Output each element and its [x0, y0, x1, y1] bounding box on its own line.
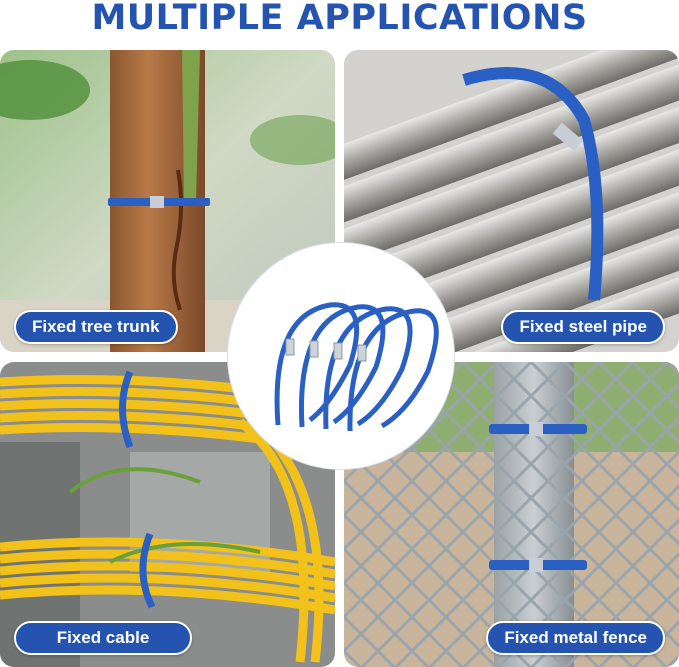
panel-steel-pipe: Fixed steel pipe [344, 50, 679, 352]
label-metal-fence: Fixed metal fence [486, 621, 665, 655]
label-cable: Fixed cable [14, 621, 192, 655]
label-steel-pipe: Fixed steel pipe [501, 310, 665, 344]
center-product-image [228, 243, 454, 469]
label-tree-trunk: Fixed tree trunk [14, 310, 178, 344]
cable-ties-icon [230, 245, 452, 467]
panel-tree-trunk: Fixed tree trunk [0, 50, 335, 352]
tree-trunk-photo [0, 50, 335, 352]
panel-cable: Fixed cable [0, 362, 335, 667]
page-title: MULTIPLE APPLICATIONS [91, 0, 588, 38]
